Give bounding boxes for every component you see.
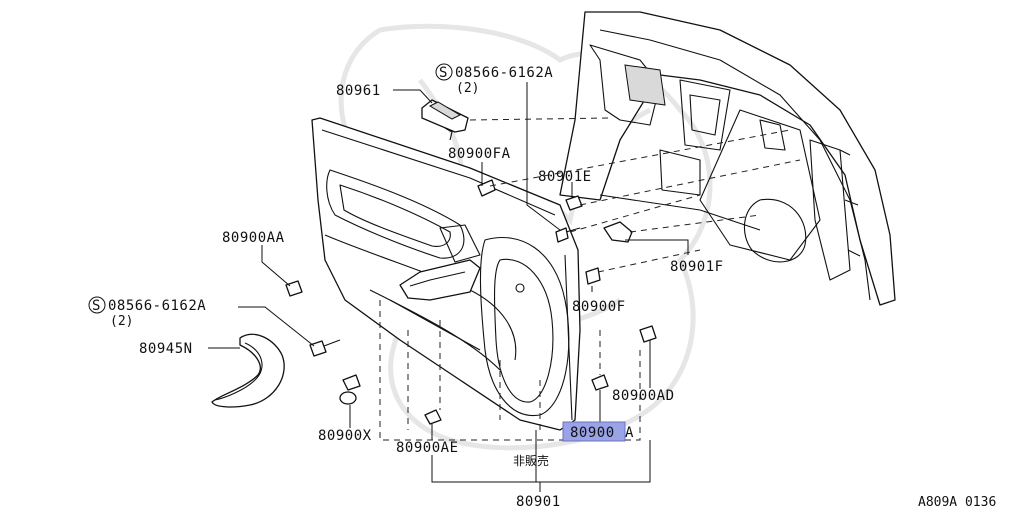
- s-symbol-icon: [435, 63, 453, 81]
- alignment-lines: [379, 117, 801, 441]
- s-symbol-text: S: [439, 65, 448, 81]
- label-80900FA[interactable]: 80900FA: [448, 146, 511, 162]
- label-80900A[interactable]: 80900 A: [562, 421, 634, 442]
- label-80901F[interactable]: 80901F: [670, 259, 724, 275]
- fasteners: [285, 179, 657, 425]
- s-symbol-icon: [88, 296, 106, 314]
- label-80901E[interactable]: 80901E: [538, 169, 592, 185]
- reference-code: A809A 0136: [918, 495, 996, 510]
- label-80900AE[interactable]: 80900AE: [396, 440, 459, 456]
- part-80945N-shape: [211, 333, 285, 408]
- label-80900X[interactable]: 80900X: [318, 428, 372, 444]
- label-80900F[interactable]: 80900F: [572, 299, 626, 315]
- part-suffix: A: [625, 425, 634, 441]
- label-80945N[interactable]: 80945N: [139, 341, 193, 357]
- part-number-text: 08566-6162A: [108, 298, 206, 314]
- s-symbol-text: S: [92, 298, 101, 314]
- label-08566-6162A-left[interactable]: S 08566-6162A (2): [88, 296, 206, 329]
- label-80961[interactable]: 80961: [336, 83, 381, 99]
- quantity-text: (2): [110, 314, 133, 329]
- note-not-sold: 非販売: [513, 453, 549, 468]
- part-80961-shape: [421, 99, 469, 141]
- quantity-text: (2): [456, 81, 479, 96]
- label-08566-6162A-top[interactable]: S 08566-6162A (2): [435, 63, 553, 96]
- label-80901[interactable]: 80901: [516, 494, 561, 510]
- door-inner-panel: [559, 11, 896, 306]
- part-number-text: 08566-6162A: [455, 65, 553, 81]
- door-trim-panel: [311, 117, 581, 431]
- leader-lines: [208, 82, 689, 492]
- label-80900AD[interactable]: 80900AD: [612, 388, 675, 404]
- label-80900AA[interactable]: 80900AA: [222, 230, 285, 246]
- highlight-box: [562, 421, 626, 442]
- highlighted-part-number: 80900: [570, 425, 615, 441]
